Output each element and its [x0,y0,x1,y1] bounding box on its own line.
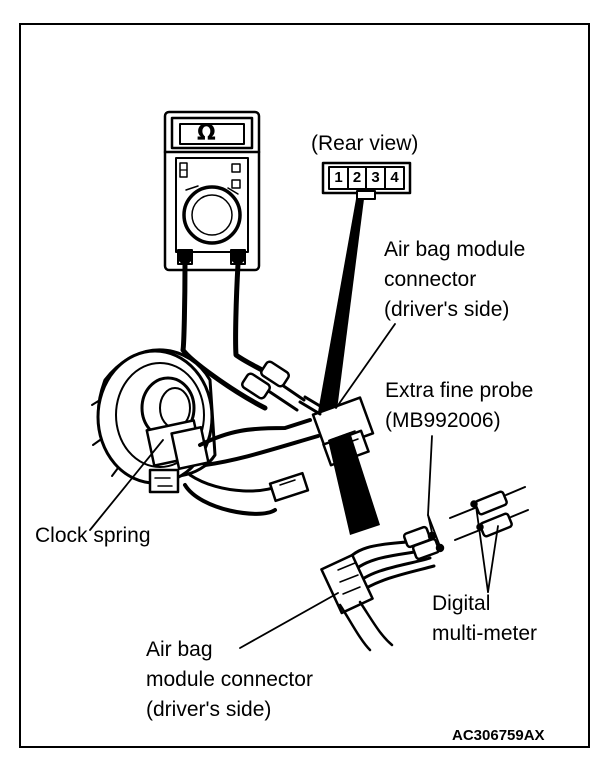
meter-ohm-symbol: Ω [197,121,216,146]
rear-view-pins: 1 2 3 4 [329,167,404,189]
figure-code: AC306759AX [452,727,545,744]
probe-tips [449,486,529,541]
clock-spring [91,348,217,494]
pin-3: 3 [371,169,380,186]
pin-4: 4 [390,169,399,186]
label-connector-lower-line3: (driver's side) [146,698,272,721]
label-connector-lower-line2: module connector [146,668,313,691]
label-clock-spring: Clock spring [35,524,151,547]
leader-lines [89,323,499,649]
lower-connector [320,525,445,652]
label-digital-meter-line2: multi-meter [432,622,538,645]
rear-view-connector [321,161,412,200]
label-connector-upper-line1: Air bag module [384,238,526,261]
label-probe-line1: Extra fine probe [385,379,534,402]
pin-2: 2 [352,169,362,186]
label-probe-line2: (MB992006) [385,409,501,432]
label-connector-upper-line2: connector [384,268,477,291]
rear-view-label: (Rear view) [311,132,419,155]
multimeter [163,110,261,272]
label-digital-meter-line1: Digital [432,592,491,615]
label-connector-upper-line3: (driver's side) [384,298,510,321]
pin-1: 1 [334,169,343,186]
label-connector-lower-line1: Air bag [146,638,213,661]
